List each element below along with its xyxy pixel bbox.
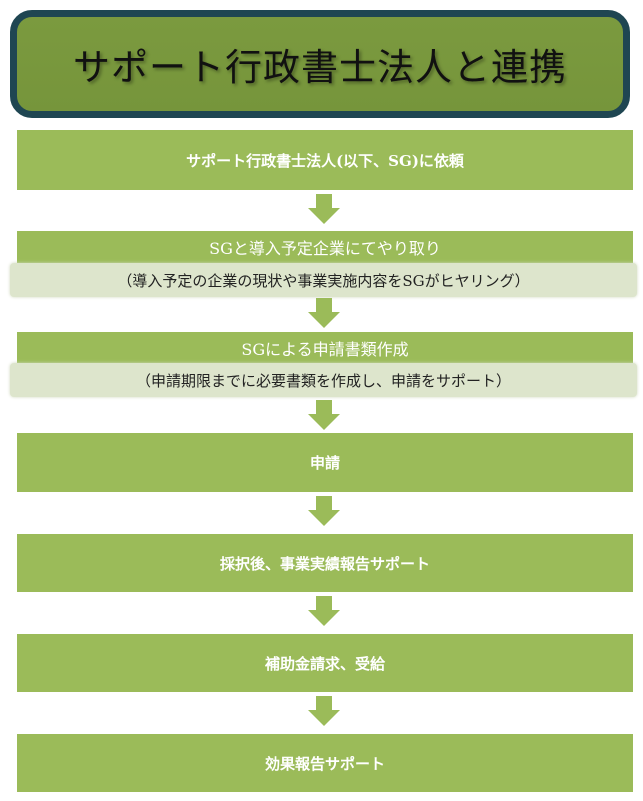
down-arrow-icon <box>308 298 340 328</box>
title-banner: サポート行政書士法人と連携 <box>10 10 630 118</box>
step-2-note: （導入予定の企業の現状や事業実施内容をSGがヒヤリング） <box>10 263 637 297</box>
down-arrow-icon <box>308 496 340 526</box>
title-text: サポート行政書士法人と連携 <box>73 46 567 89</box>
down-arrow-icon <box>308 596 340 626</box>
step-1: サポート行政書士法人(以下、SG)に依頼 <box>17 130 633 190</box>
step-3-note: （申請期限までに必要書類を作成し、申請をサポート） <box>10 363 637 397</box>
step-6: 補助金請求、受給 <box>17 634 633 692</box>
down-arrow-icon <box>308 400 340 430</box>
down-arrow-icon <box>308 696 340 726</box>
down-arrow-icon <box>308 194 340 224</box>
step-4: 申請 <box>17 433 633 492</box>
step-5: 採択後、事業実績報告サポート <box>17 534 633 592</box>
step-2: SGと導入予定企業にてやり取り <box>17 231 633 263</box>
step-3: SGによる申請書類作成 <box>17 332 633 363</box>
step-7: 効果報告サポート <box>17 734 633 792</box>
